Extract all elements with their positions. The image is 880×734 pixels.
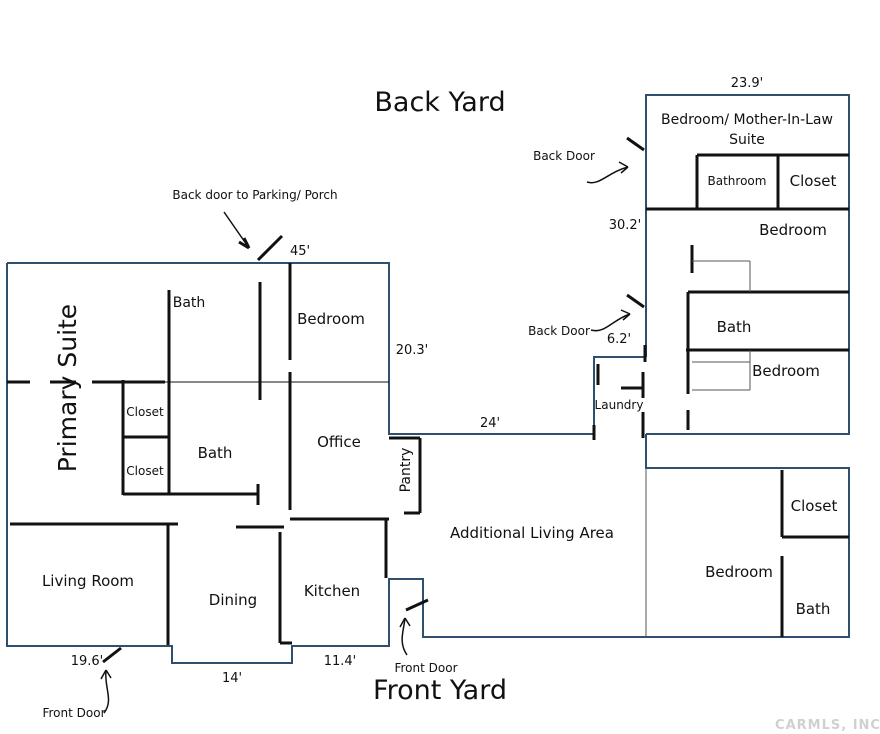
watermark: CARMLS, INC <box>775 718 880 733</box>
dimension-23-9: 23.9' <box>731 76 764 91</box>
mil-suite-label-line1: Bedroom/ Mother-In-Law <box>661 112 833 128</box>
living-room-label: Living Room <box>42 572 134 590</box>
laundry-label: Laundry <box>595 398 644 412</box>
dimension-14: 14' <box>222 671 242 686</box>
annotation-arrows <box>100 161 631 714</box>
door-swing <box>102 646 122 664</box>
bath-center-label: Bath <box>198 444 233 462</box>
dimension-6-2: 6.2' <box>607 332 631 347</box>
main-block-outline <box>7 262 594 435</box>
upper-right-outline <box>593 356 646 434</box>
interior-walls <box>7 136 849 664</box>
arrow-front-door-left <box>103 669 110 714</box>
right-bedroom-2-label: Bedroom <box>752 362 820 380</box>
dimension-24: 24' <box>480 416 500 431</box>
dimension-30-2: 30.2' <box>609 218 642 233</box>
exterior-outline <box>6 94 850 664</box>
back-door-mid-note: Back Door <box>528 324 590 338</box>
bath-top-label: Bath <box>173 295 206 311</box>
lower-bedroom-label: Bedroom <box>705 563 773 581</box>
closet-upper-label: Closet <box>126 405 164 419</box>
upper-right-block <box>645 94 850 435</box>
mil-bathroom-label: Bathroom <box>708 174 767 188</box>
pantry-label: Pantry <box>398 448 414 493</box>
mil-closet-label: Closet <box>790 172 837 190</box>
primary-suite-label: Primary Suite <box>53 304 82 472</box>
right-bath-label: Bath <box>717 318 752 336</box>
dimension-19-6: 19.6' <box>71 654 104 669</box>
arrowhead <box>100 669 112 680</box>
front-door-center-note: Front Door <box>394 661 457 675</box>
bedroom-top-label: Bedroom <box>297 310 365 328</box>
dining-label: Dining <box>209 591 257 609</box>
back-door-parking-note: Back door to Parking/ Porch <box>172 188 337 202</box>
door-swing <box>626 293 645 309</box>
arrow-front-door-center <box>401 617 408 656</box>
arrowhead <box>620 309 631 321</box>
lower-closet-label: Closet <box>791 497 838 515</box>
front-yard-label: Front Yard <box>373 675 507 706</box>
arrowhead <box>399 617 411 628</box>
kitchen-label: Kitchen <box>304 582 360 600</box>
arrowhead <box>618 161 629 174</box>
main-block-outline-left <box>6 263 850 664</box>
door-swing <box>626 136 645 152</box>
front-door-left-note: Front Door <box>42 706 105 720</box>
arrowhead <box>238 237 251 250</box>
dimension-45: 45' <box>290 244 310 259</box>
door-swing <box>405 598 429 612</box>
dimension-20-3: 20.3' <box>396 343 429 358</box>
additional-living-label: Additional Living Area <box>450 524 614 542</box>
back-yard-label: Back Yard <box>374 87 505 118</box>
door-swing <box>256 234 284 262</box>
office-label: Office <box>317 433 361 451</box>
dimension-11-4: 11.4' <box>324 654 357 669</box>
lower-bath-label: Bath <box>796 600 831 618</box>
back-door-top-note: Back Door <box>533 149 595 163</box>
thin-lines <box>645 260 751 637</box>
closet-lower-label: Closet <box>126 464 164 478</box>
arrow-back-door-mid <box>590 313 631 332</box>
right-bedroom-1-label: Bedroom <box>759 221 827 239</box>
mil-suite-label-line2: Suite <box>729 132 765 148</box>
arrow-back-door-top <box>586 166 629 184</box>
